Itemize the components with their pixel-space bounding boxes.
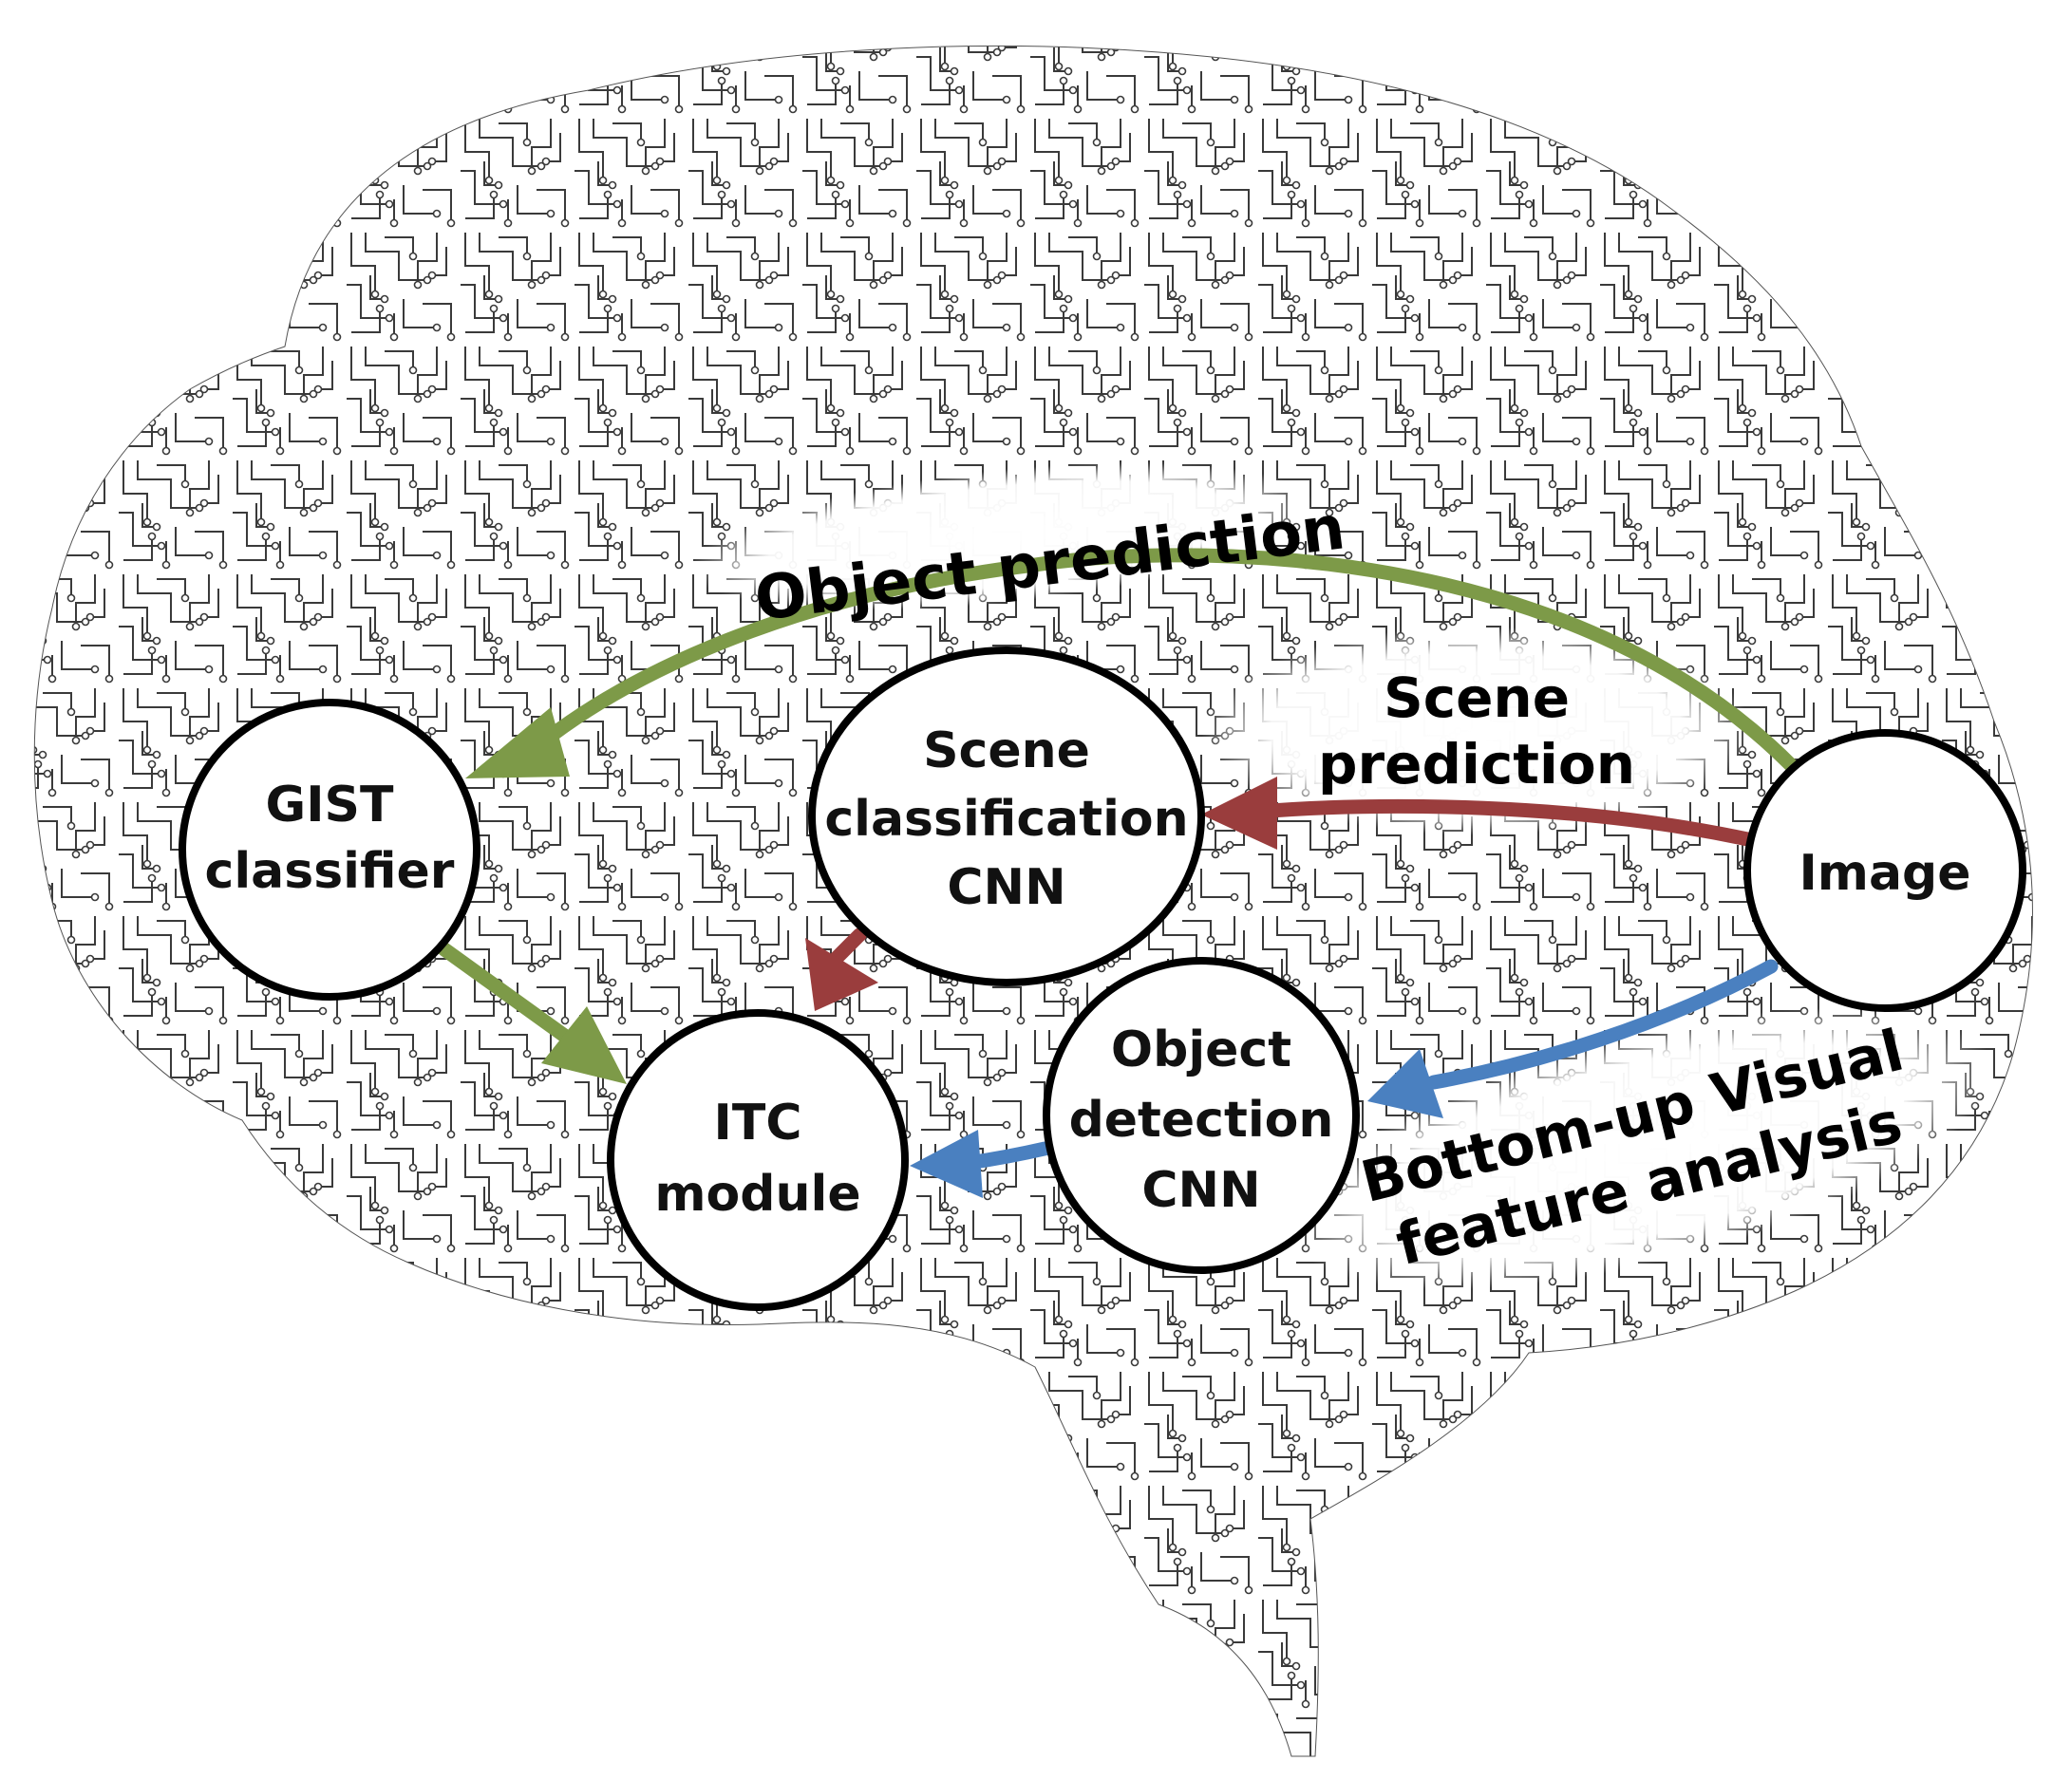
object-prediction-arrow [519,548,1798,772]
image-node: Image [1743,729,2026,1012]
object-detection-cnn-node: Object detection CNN [1043,957,1360,1274]
gist-to-itc-arrow [437,942,577,1047]
object-label-line3: CNN [1141,1162,1260,1219]
gist-to-itc-arrowhead [541,1006,627,1084]
scene-prediction-arrowhead [1201,777,1277,850]
nodes: GIST classifier Scene classification CNN… [179,646,2026,1311]
itc-module-node: ITC module [607,1009,909,1311]
gist-label-line2: classifier [205,843,455,900]
edges [437,548,1798,1198]
gist-classifier-node: GIST classifier [179,699,480,1001]
gist-label-line1: GIST [266,777,394,834]
object-to-itc-arrowhead [910,1130,983,1198]
scene-label-line1: Scene [923,722,1090,779]
itc-label-line1: ITC [714,1095,802,1152]
scene-prediction-label-line2: prediction [1318,732,1635,796]
scene-label-line3: CNN [947,859,1065,916]
scene-label-line2: classification [824,791,1188,848]
object-label-line1: Object [1111,1021,1291,1078]
scene-to-itc-arrowhead [805,938,878,1011]
scene-prediction-arrow [1251,798,1760,848]
label-halos [689,462,1994,1290]
image-label: Image [1799,845,1970,902]
object-label-line2: detection [1069,1092,1334,1149]
bottom-up-arrow [1426,959,1779,1090]
itc-label-line2: module [654,1166,860,1223]
bottom-up-arrowhead [1367,1049,1443,1118]
object-prediction-arrowhead [465,707,570,778]
scene-prediction-label-line1: Scene [1384,665,1570,730]
scene-to-itc-arrow [828,927,867,966]
scene-classification-cnn-node: Scene classification CNN [808,646,1205,986]
